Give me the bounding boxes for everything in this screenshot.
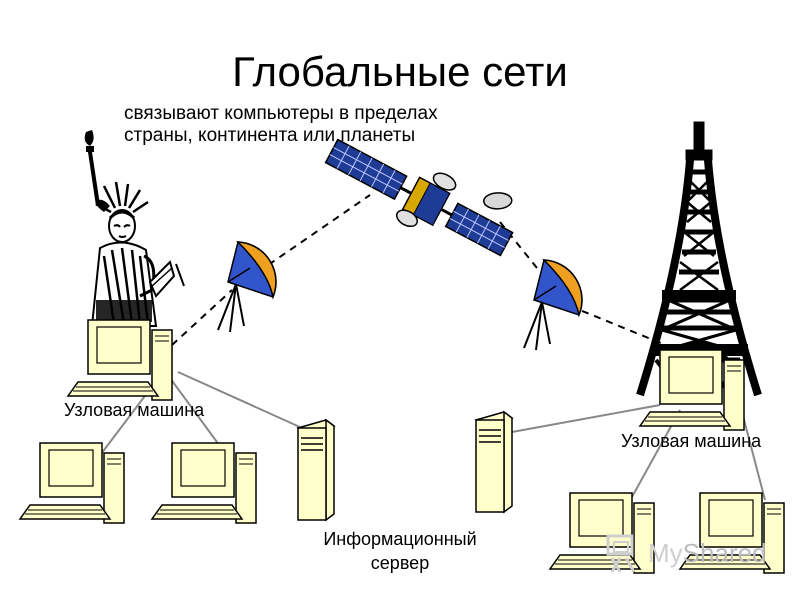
watermark-text-shared: Shared xyxy=(682,538,767,568)
computer-left-2-icon xyxy=(151,442,257,524)
computer-left-1-icon xyxy=(19,442,125,524)
computer-node-left-icon xyxy=(67,319,173,401)
myshared-logo-icon xyxy=(606,534,636,573)
slide-title: Глобальные сети xyxy=(232,48,568,95)
server-right-icon xyxy=(475,411,513,513)
information-server-label: Информационный сервер xyxy=(323,529,477,573)
statue-of-liberty-icon xyxy=(84,130,185,327)
satellite-icon xyxy=(324,138,514,257)
satellite-links xyxy=(171,194,669,347)
watermark: MyShared xyxy=(606,534,767,574)
satellite-dish-right-icon xyxy=(523,259,583,351)
information-server-icon xyxy=(297,419,335,521)
node-machine-right-label: Узловая машина xyxy=(621,431,762,451)
satellite-dish-left-icon xyxy=(217,241,277,333)
node-machine-left-label: Узловая машина xyxy=(64,400,205,420)
eiffel-tower-icon xyxy=(636,121,762,397)
watermark-text-my: My xyxy=(648,538,683,568)
slide-subtitle: связывают компьютеры в пределах страны, … xyxy=(124,103,438,146)
